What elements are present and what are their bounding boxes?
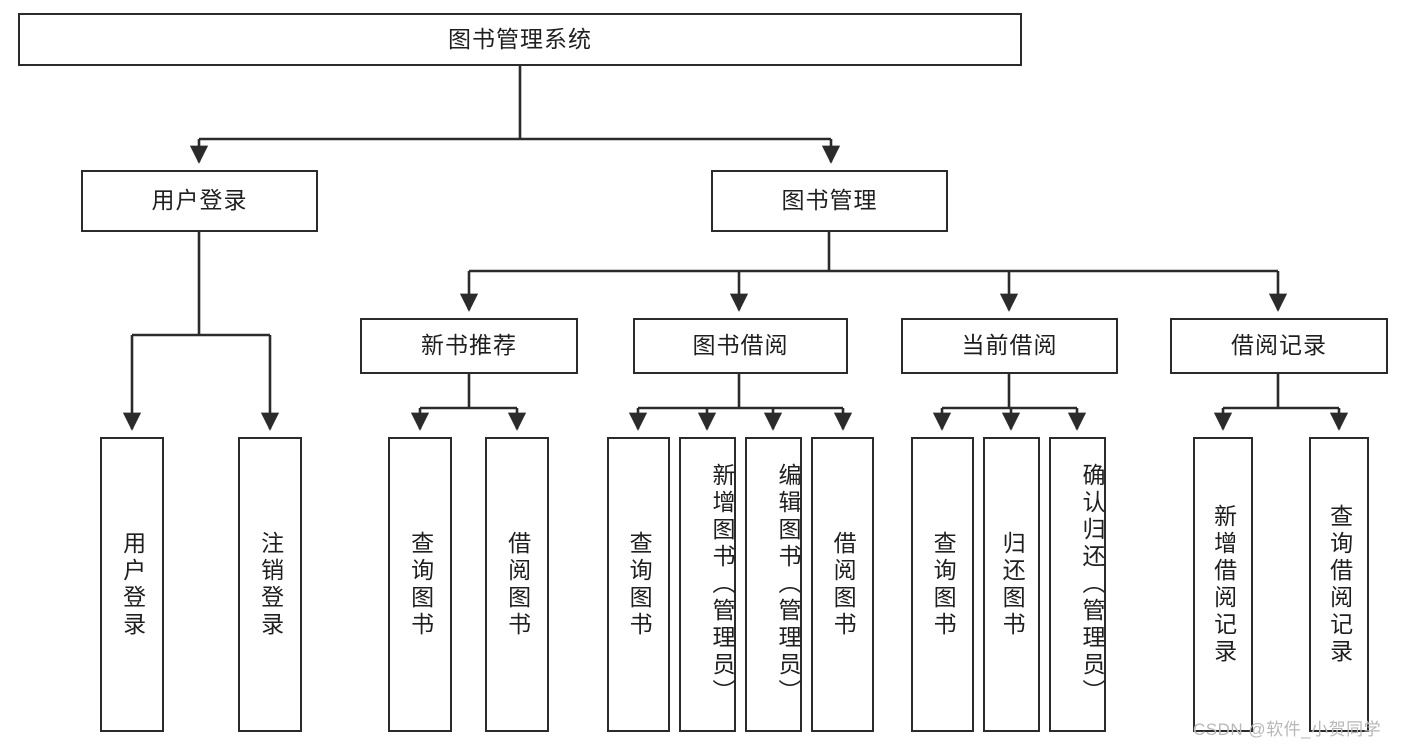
node-leaf-logout-label: 注销登录 — [257, 530, 284, 639]
node-leaf-add-book[interactable]: 新增图书（管理员） — [679, 437, 736, 732]
node-leaf-user-login-label: 用户登录 — [119, 530, 146, 639]
csdn-watermark: CSDN @软件_小贺同学 — [1193, 720, 1382, 739]
node-borrow-record-label: 借阅记录 — [1231, 332, 1327, 359]
node-leaf-query-book-3-label: 查询图书 — [930, 530, 957, 639]
node-current-borrow[interactable]: 当前借阅 — [901, 318, 1118, 374]
node-root-label: 图书管理系统 — [448, 25, 592, 52]
node-leaf-query-book-2-label: 查询图书 — [626, 530, 653, 639]
node-leaf-add-record-label: 新增借阅记录 — [1210, 503, 1237, 666]
node-leaf-add-record[interactable]: 新增借阅记录 — [1193, 437, 1253, 732]
node-current-borrow-label: 当前借阅 — [961, 332, 1058, 359]
node-root[interactable]: 图书管理系统 — [18, 13, 1022, 66]
node-leaf-query-book-2[interactable]: 查询图书 — [607, 437, 670, 732]
node-leaf-borrow-book-2-label: 借阅图书 — [830, 530, 857, 639]
node-book-borrow[interactable]: 图书借阅 — [633, 318, 848, 374]
node-borrow-record[interactable]: 借阅记录 — [1170, 318, 1388, 374]
node-leaf-return-book[interactable]: 归还图书 — [983, 437, 1040, 732]
node-leaf-query-book-1-label: 查询图书 — [407, 530, 434, 639]
node-new-book-rec[interactable]: 新书推荐 — [360, 318, 578, 374]
node-leaf-edit-book[interactable]: 编辑图书（管理员） — [745, 437, 802, 732]
node-leaf-query-book-3[interactable]: 查询图书 — [911, 437, 974, 732]
node-leaf-query-record-label: 查询借阅记录 — [1326, 503, 1353, 666]
node-leaf-logout[interactable]: 注销登录 — [238, 437, 302, 732]
node-leaf-confirm-return[interactable]: 确认归还（管理员） — [1049, 437, 1106, 732]
node-leaf-return-book-label: 归还图书 — [999, 530, 1026, 639]
node-book-manage-label: 图书管理 — [781, 187, 878, 214]
node-book-borrow-label: 图书借阅 — [692, 332, 789, 359]
node-leaf-edit-book-label: 编辑图书（管理员） — [775, 463, 801, 706]
node-leaf-add-book-label: 新增图书（管理员） — [709, 463, 735, 706]
node-leaf-query-book-1[interactable]: 查询图书 — [388, 437, 452, 732]
node-new-book-rec-label: 新书推荐 — [421, 332, 517, 359]
node-leaf-borrow-book-1[interactable]: 借阅图书 — [485, 437, 549, 732]
node-leaf-borrow-book-1-label: 借阅图书 — [504, 530, 531, 639]
node-user-login-label: 用户登录 — [151, 187, 248, 214]
node-leaf-borrow-book-2[interactable]: 借阅图书 — [811, 437, 874, 732]
node-leaf-user-login[interactable]: 用户登录 — [100, 437, 164, 732]
node-user-login[interactable]: 用户登录 — [81, 170, 318, 232]
node-leaf-confirm-return-label: 确认归还（管理员） — [1079, 463, 1105, 706]
node-leaf-query-record[interactable]: 查询借阅记录 — [1309, 437, 1369, 732]
node-book-manage[interactable]: 图书管理 — [711, 170, 948, 232]
